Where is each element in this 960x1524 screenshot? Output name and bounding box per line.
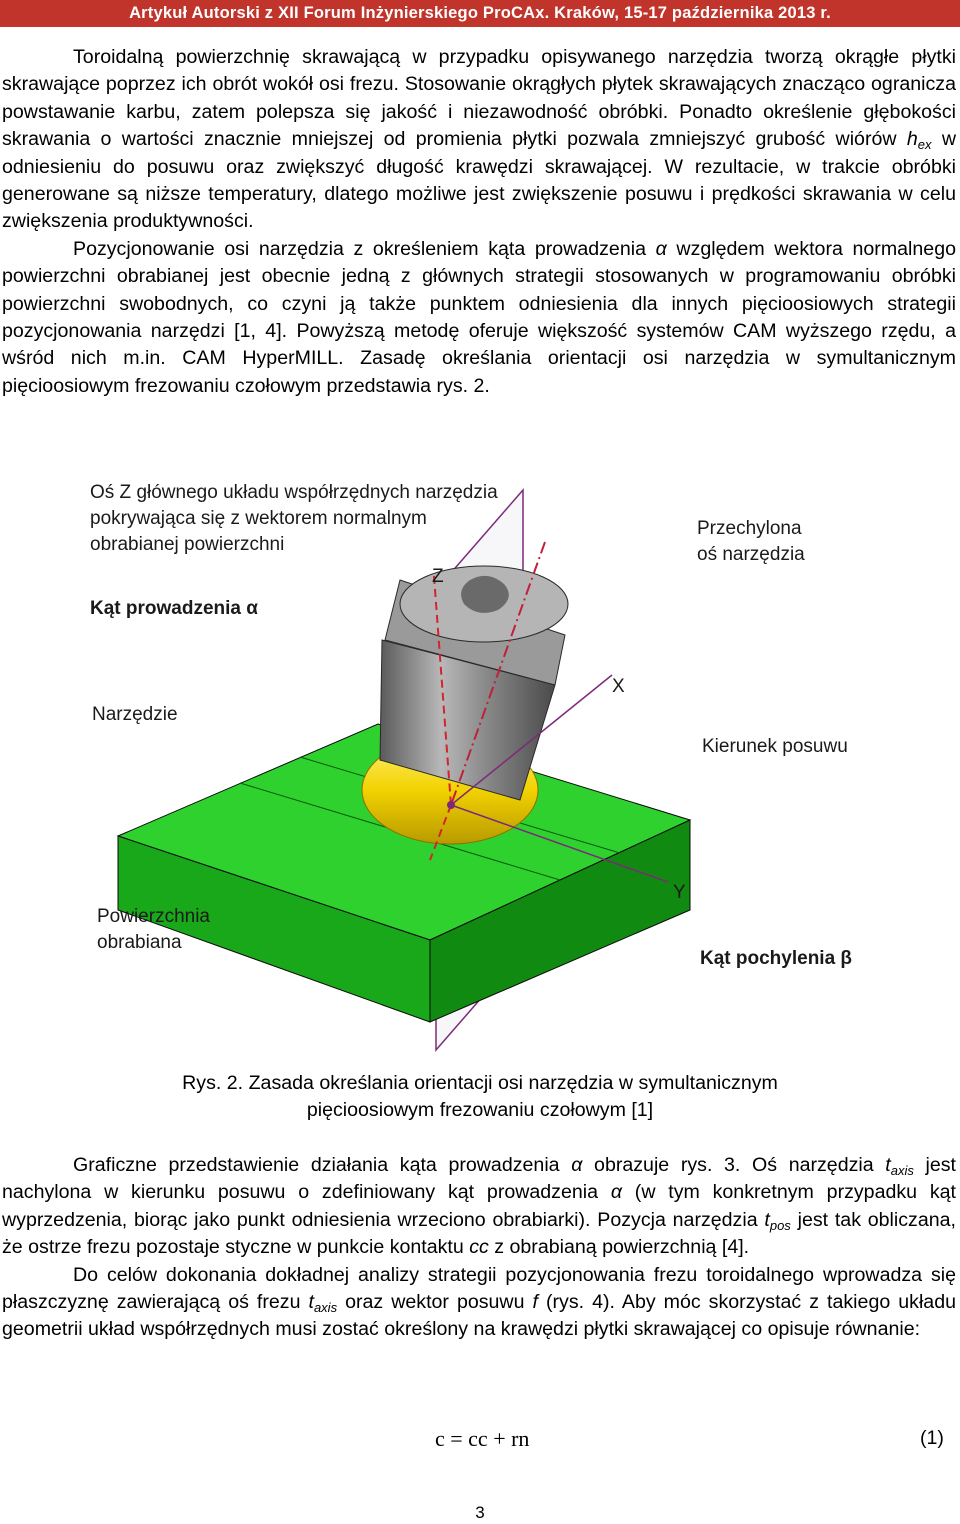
label-tilt-angle: Kąt pochylenia β	[700, 948, 852, 969]
paragraph-2: Pozycjonowanie osi narzędzia z określeni…	[2, 237, 956, 397]
label-lead-angle: Kąt prowadzenia α	[90, 598, 258, 619]
page-number: 3	[475, 1503, 485, 1522]
label-axis-y: Y	[673, 882, 686, 903]
x-axis-line	[450, 674, 613, 806]
equation: c = cc + rn	[435, 1426, 530, 1451]
label-tool: Narzędzie	[92, 704, 178, 725]
paragraph-4: Do celów dokonania dokładnej analizy str…	[2, 1263, 956, 1341]
body-text-top: Toroidalną powierzchnię skrawającą w prz…	[2, 44, 956, 400]
body-text-bottom: Graficzne przedstawienie działania kąta …	[2, 1152, 956, 1344]
label-axis-x: X	[612, 676, 625, 697]
y-axis-line	[450, 804, 669, 883]
figure-caption: Rys. 2. Zasada określania orientacji osi…	[182, 1072, 778, 1122]
tool-body	[379, 565, 569, 801]
label-axis-z: Z	[432, 566, 444, 587]
figure-tool-orientation: Oś Z głównego układu współrzędnych narzę…	[90, 482, 852, 1053]
label-feed-direction: Kierunek posuwu	[702, 736, 848, 757]
paragraph-1: Toroidalną powierzchnię skrawającą w prz…	[2, 46, 957, 233]
equation-number: (1)	[920, 1427, 944, 1449]
normal-dashed-line	[429, 804, 452, 861]
label-z-axis: Oś Z głównego układu współrzędnych narzę…	[90, 482, 503, 555]
tilted-tool-axis-line	[450, 541, 546, 806]
paragraph-3: Graficzne przedstawienie działania kąta …	[2, 1154, 957, 1259]
label-surface: Powierzchnia obrabiana	[97, 906, 215, 953]
page-header: Artykuł Autorski z XII Forum Inżynierski…	[0, 0, 960, 27]
label-tilted-axis: Przechylona oś narzędzia	[697, 518, 807, 565]
